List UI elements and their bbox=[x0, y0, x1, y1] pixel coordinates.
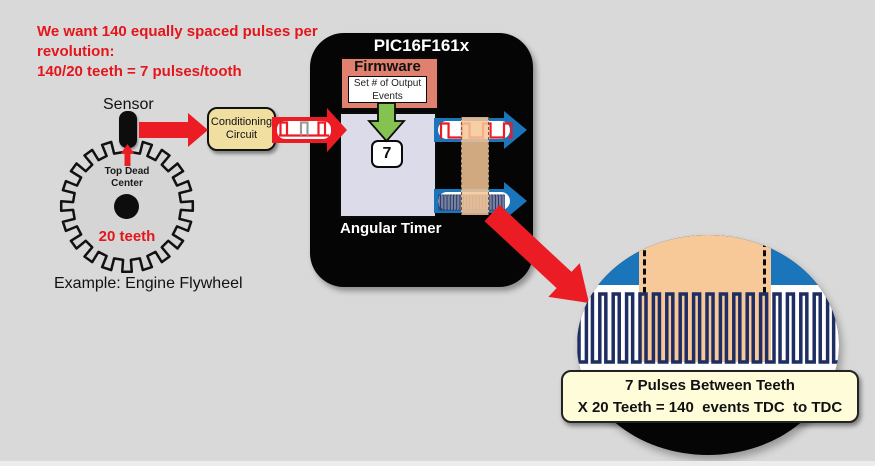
mcu-title: PIC16F161x bbox=[373, 36, 470, 55]
tooth-marker-right bbox=[763, 241, 766, 293]
firmware-label: Firmware bbox=[354, 58, 421, 75]
magnified-waveform-layer bbox=[577, 292, 839, 364]
flywheel-hub bbox=[114, 194, 139, 219]
magnified-waveform bbox=[577, 292, 839, 364]
sensor-label: Sensor bbox=[103, 96, 154, 113]
firmware-note: Set # of Output Events bbox=[348, 76, 427, 103]
pulse-note-box: 7 Pulses Between Teeth X 20 Teeth = 140 … bbox=[561, 370, 859, 423]
sensor-icon bbox=[119, 111, 137, 148]
angular-timer-label: Angular Timer bbox=[340, 220, 442, 237]
conditioning-label-line1: Conditioning bbox=[210, 115, 273, 128]
tooth-marker-left bbox=[643, 241, 646, 293]
conditioning-circuit-box: Conditioning Circuit bbox=[207, 107, 276, 151]
bottom-edge-strip bbox=[0, 461, 875, 466]
zoom-highlight-band bbox=[461, 117, 489, 215]
pulse-note-line2: X 20 Teeth = 140 events TDC to TDC bbox=[577, 398, 843, 416]
tdc-label: Top Dead Center bbox=[104, 166, 150, 189]
pulse-note-line1: 7 Pulses Between Teeth bbox=[625, 376, 795, 394]
events-value-box: 7 bbox=[371, 140, 403, 168]
flywheel-caption: Example: Engine Flywheel bbox=[54, 275, 243, 292]
sensor-to-conditioning-arrow bbox=[139, 113, 208, 147]
teeth-count-label: 20 teeth bbox=[98, 228, 156, 245]
heading-text: We want 140 equally spaced pulses per re… bbox=[37, 23, 318, 80]
conditioning-label-line2: Circuit bbox=[225, 129, 258, 141]
